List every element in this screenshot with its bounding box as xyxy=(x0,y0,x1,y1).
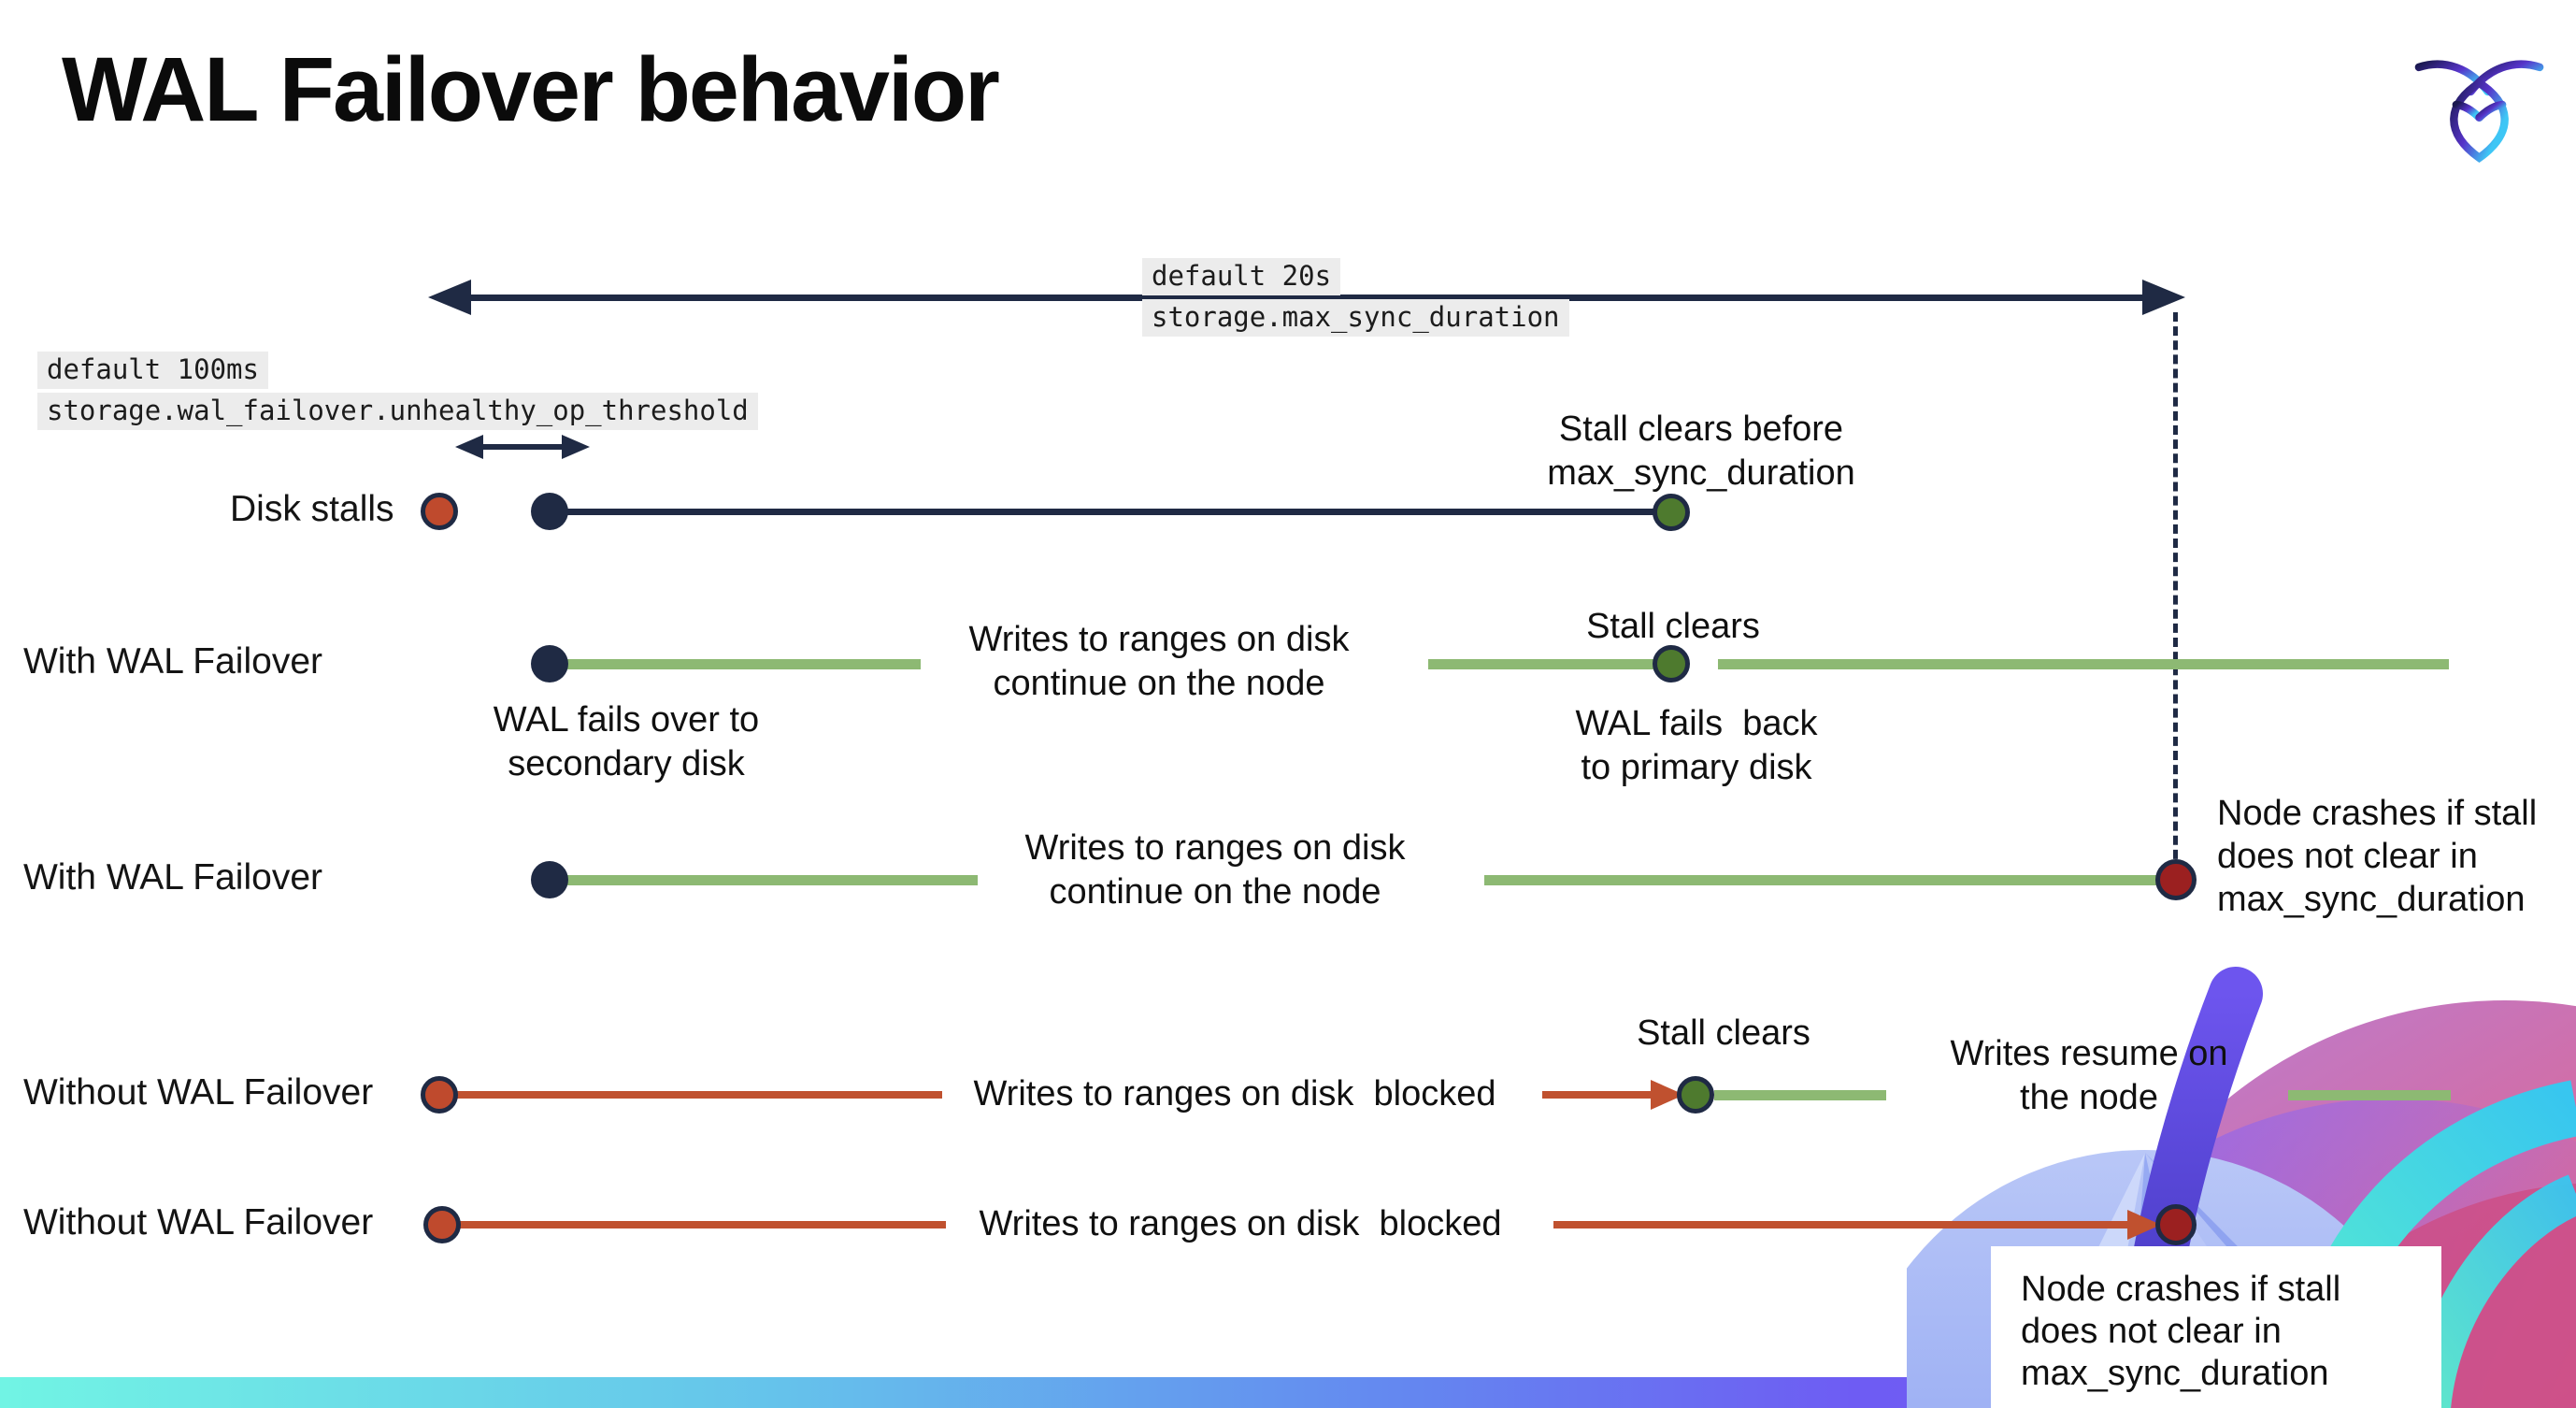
stall-clears-dot xyxy=(1653,645,1690,682)
writes-continue-line xyxy=(563,875,978,885)
writes-resume-line xyxy=(1714,1090,1886,1100)
writes-blocked-line xyxy=(1542,1091,1658,1099)
writes-continue-line xyxy=(1484,875,2159,885)
stall-start-dot xyxy=(423,1206,461,1243)
arrowhead-right-icon xyxy=(562,435,590,459)
node-crash-note: Node crashes if stall does not clear in … xyxy=(2217,794,2538,919)
writes-resume-line xyxy=(2288,1090,2451,1100)
writes-blocked-line xyxy=(452,1091,942,1099)
writes-continue-line xyxy=(563,659,921,669)
writes-resume-note: Writes resume on the node xyxy=(1950,1034,2228,1117)
stall-clears-dot xyxy=(1677,1076,1714,1113)
failback-note: WAL fails back to primary disk xyxy=(1575,704,1818,787)
stall-start-dot xyxy=(421,1076,458,1113)
stall-clears-note: Stall clears xyxy=(1586,607,1760,646)
stall-duration-line xyxy=(550,509,1671,515)
writes-continue-line xyxy=(1428,659,1654,669)
unhealthy-op-setting-label: storage.wal_failover.unhealthy_op_thresh… xyxy=(37,393,758,430)
max-sync-duration-span-line xyxy=(467,295,2142,301)
stall-clears-note: Stall clears xyxy=(1637,1013,1810,1053)
timeline-label: Without WAL Failover xyxy=(23,1072,374,1113)
arrowhead-left-icon xyxy=(428,280,471,315)
writes-blocked-line xyxy=(1553,1221,2135,1228)
writes-blocked-note: Writes to ranges on disk blocked xyxy=(973,1074,1496,1113)
node-crash-note: Node crashes if stall does not clear in … xyxy=(2021,1270,2341,1393)
max-sync-deadline-dashed-line xyxy=(2173,312,2178,873)
threshold-span-line xyxy=(480,444,563,450)
failover-to-secondary-note: WAL fails over to secondary disk xyxy=(493,700,760,783)
timeline-label: With WAL Failover xyxy=(23,641,322,682)
node-crash-dot xyxy=(2155,859,2197,900)
stall-start-dot xyxy=(421,493,458,530)
cockroachdb-logo-icon xyxy=(2414,60,2544,164)
arrowhead-right-icon xyxy=(2142,280,2185,315)
max-sync-setting-label: storage.max_sync_duration xyxy=(1142,299,1569,337)
page-title: WAL Failover behavior xyxy=(62,38,1000,140)
writes-blocked-line xyxy=(455,1221,946,1228)
timeline-label: Without WAL Failover xyxy=(23,1202,374,1243)
writes-blocked-note: Writes to ranges on disk blocked xyxy=(979,1204,1502,1243)
writes-continue-note: Writes to ranges on disk continue on the… xyxy=(1024,828,1406,912)
node-crash-callout: Node crashes if stall does not clear in … xyxy=(1991,1246,2441,1408)
node-crash-dot xyxy=(2155,1204,2197,1245)
timeline-label: With WAL Failover xyxy=(23,857,322,898)
max-sync-default-label: default 20s xyxy=(1142,258,1341,295)
writes-continue-note: Writes to ranges on disk continue on the… xyxy=(968,620,1350,703)
unhealthy-op-default-label: default 100ms xyxy=(37,352,268,389)
failover-dot xyxy=(531,861,568,898)
timeline-label: Disk stalls xyxy=(230,489,394,529)
failover-threshold-dot xyxy=(531,493,568,530)
failover-dot xyxy=(531,645,568,682)
arrowhead-left-icon xyxy=(455,435,483,459)
stall-clears-dot xyxy=(1653,494,1690,531)
stall-clears-before-note: Stall clears before max_sync_duration xyxy=(1547,409,1855,493)
writes-continue-line xyxy=(1718,659,2449,669)
